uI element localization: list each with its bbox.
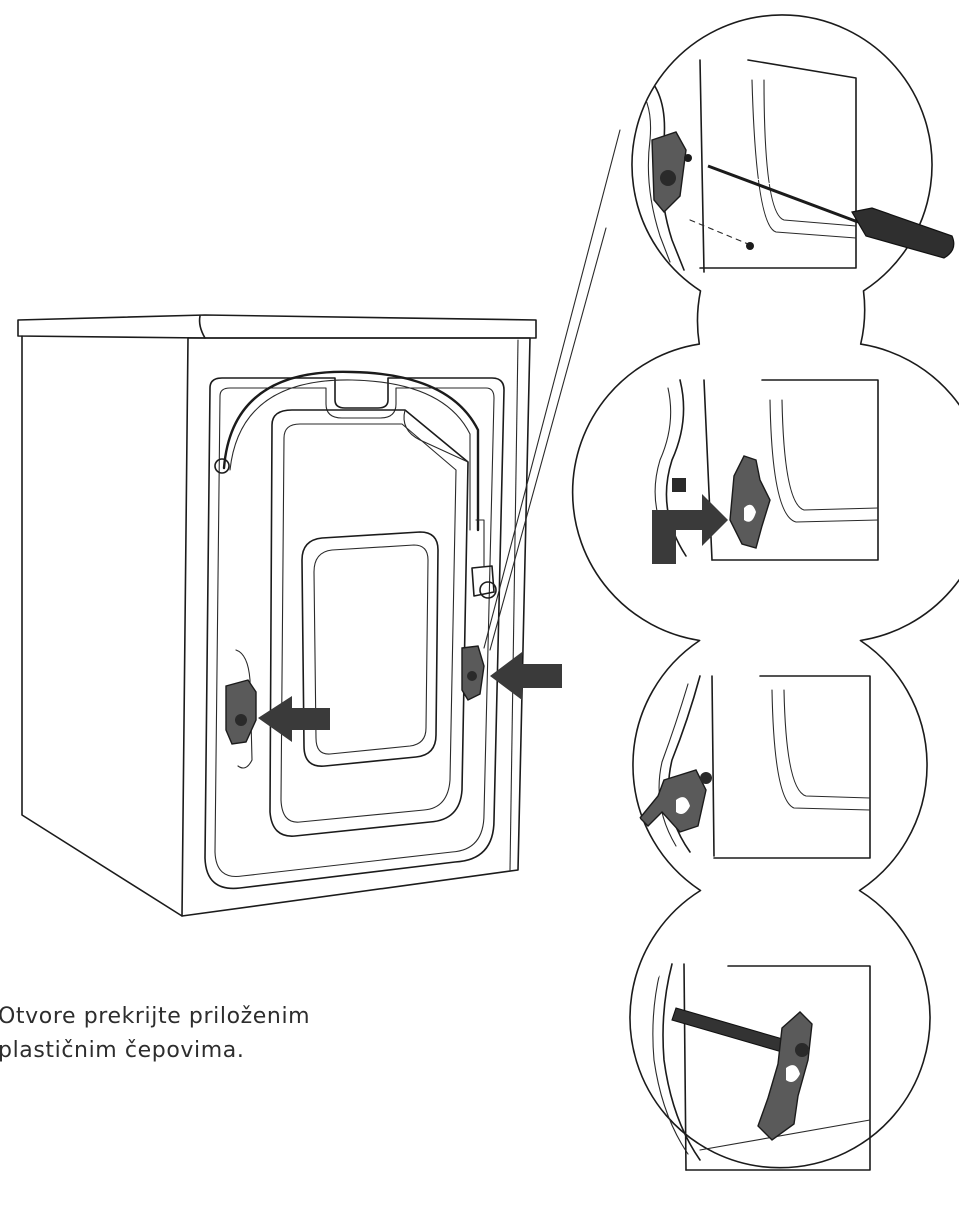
caption-line-1: Otvore prekrijte priloženim <box>0 1004 311 1029</box>
detail-step-4 <box>652 963 871 1171</box>
curved-arrow <box>652 494 728 564</box>
detail-step-1 <box>632 59 857 273</box>
left-arrow <box>258 696 330 742</box>
callout-circles <box>571 14 959 1169</box>
screwdriver-icon <box>707 161 955 259</box>
caption-line-2: plastičnim čepovima. <box>0 1038 245 1063</box>
detail-step-3 <box>639 675 871 859</box>
right-arrow <box>490 652 562 700</box>
callout-lines <box>483 129 621 651</box>
detail-step-2 <box>654 379 879 561</box>
instruction-caption: Otvore prekrijte priloženim plastičnim č… <box>0 1000 418 1068</box>
washing-machine <box>17 314 537 917</box>
